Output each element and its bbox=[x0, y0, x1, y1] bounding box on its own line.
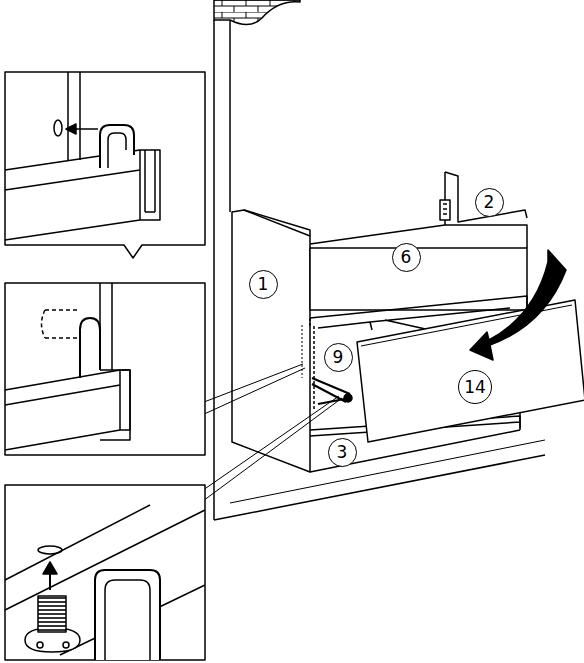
callout-text: 9 bbox=[333, 349, 344, 366]
detail-frame bbox=[5, 485, 205, 660]
callout-text: 6 bbox=[401, 249, 412, 266]
rail bbox=[5, 370, 130, 450]
screw-hole bbox=[63, 642, 69, 648]
dowel bbox=[42, 310, 81, 338]
callout-number: 9 bbox=[324, 343, 353, 372]
callout-number: 14 bbox=[458, 370, 492, 404]
brick-wall bbox=[214, 0, 300, 25]
back-panel bbox=[445, 172, 527, 222]
clip bbox=[95, 570, 160, 660]
callout-text: 14 bbox=[464, 379, 486, 396]
side-panel bbox=[100, 283, 112, 370]
arrow bbox=[43, 562, 57, 574]
screw-hole bbox=[37, 642, 43, 648]
callout-number: 2 bbox=[475, 188, 504, 217]
top-rail bbox=[310, 225, 527, 248]
clip bbox=[105, 580, 150, 660]
callout-number: 3 bbox=[328, 438, 357, 467]
rail bbox=[5, 150, 160, 240]
detail-frame bbox=[5, 283, 205, 455]
side-panel bbox=[68, 72, 80, 160]
callout-text: 1 bbox=[258, 276, 269, 293]
rail bbox=[145, 150, 155, 212]
callout-number: 1 bbox=[249, 270, 278, 299]
floor-line bbox=[214, 455, 545, 520]
side-panel bbox=[244, 210, 310, 236]
wall-edge bbox=[229, 20, 231, 212]
cap bbox=[38, 546, 62, 554]
hole bbox=[54, 120, 62, 136]
rail bbox=[100, 370, 130, 440]
adjuster-foot bbox=[38, 596, 66, 632]
callout-number: 6 bbox=[392, 243, 421, 272]
bracket bbox=[443, 204, 447, 214]
callout-text: 2 bbox=[484, 194, 495, 211]
callout-text: 3 bbox=[337, 444, 348, 461]
side-panel bbox=[232, 210, 310, 472]
drawer-front bbox=[357, 300, 584, 442]
detail-frame bbox=[5, 72, 205, 258]
bracket bbox=[440, 200, 450, 220]
clip bbox=[80, 318, 100, 378]
wall-edge bbox=[213, 20, 215, 520]
leader-line bbox=[302, 325, 303, 378]
arrow bbox=[66, 124, 76, 134]
clip bbox=[100, 125, 134, 168]
clip bbox=[108, 133, 126, 168]
drawer-side bbox=[310, 318, 314, 410]
hinge-pivot bbox=[344, 394, 352, 402]
motion-arrow bbox=[470, 250, 566, 360]
